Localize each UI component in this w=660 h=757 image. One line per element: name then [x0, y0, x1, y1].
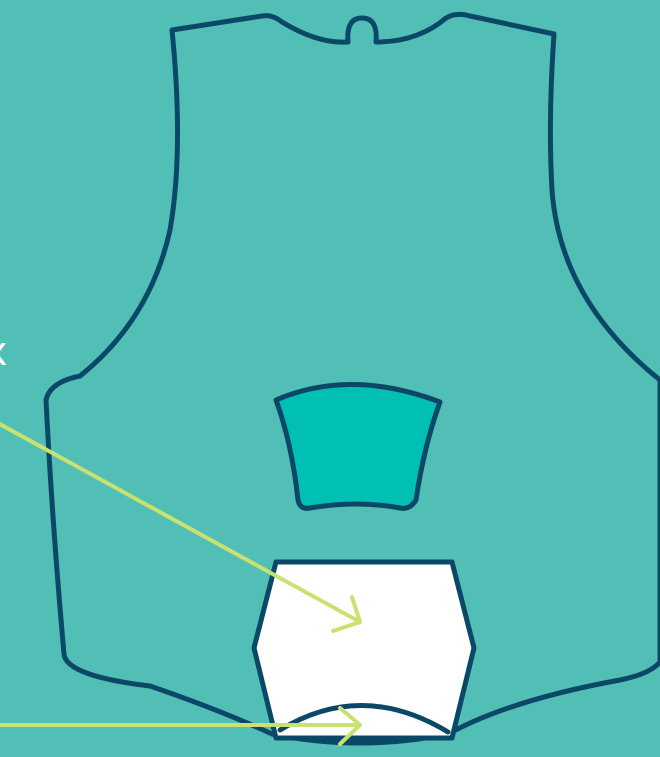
arrow-horizontal-head: [338, 706, 362, 746]
partial-label-glyph: x: [0, 332, 8, 372]
arrow-diagonal-head: [331, 595, 362, 633]
lower-panel: [251, 559, 477, 741]
lower-panel-seam: [277, 703, 451, 735]
garment-outline: [43, 11, 660, 746]
arrow-diagonal-line: [0, 421, 362, 624]
upper-panel: [273, 382, 443, 511]
